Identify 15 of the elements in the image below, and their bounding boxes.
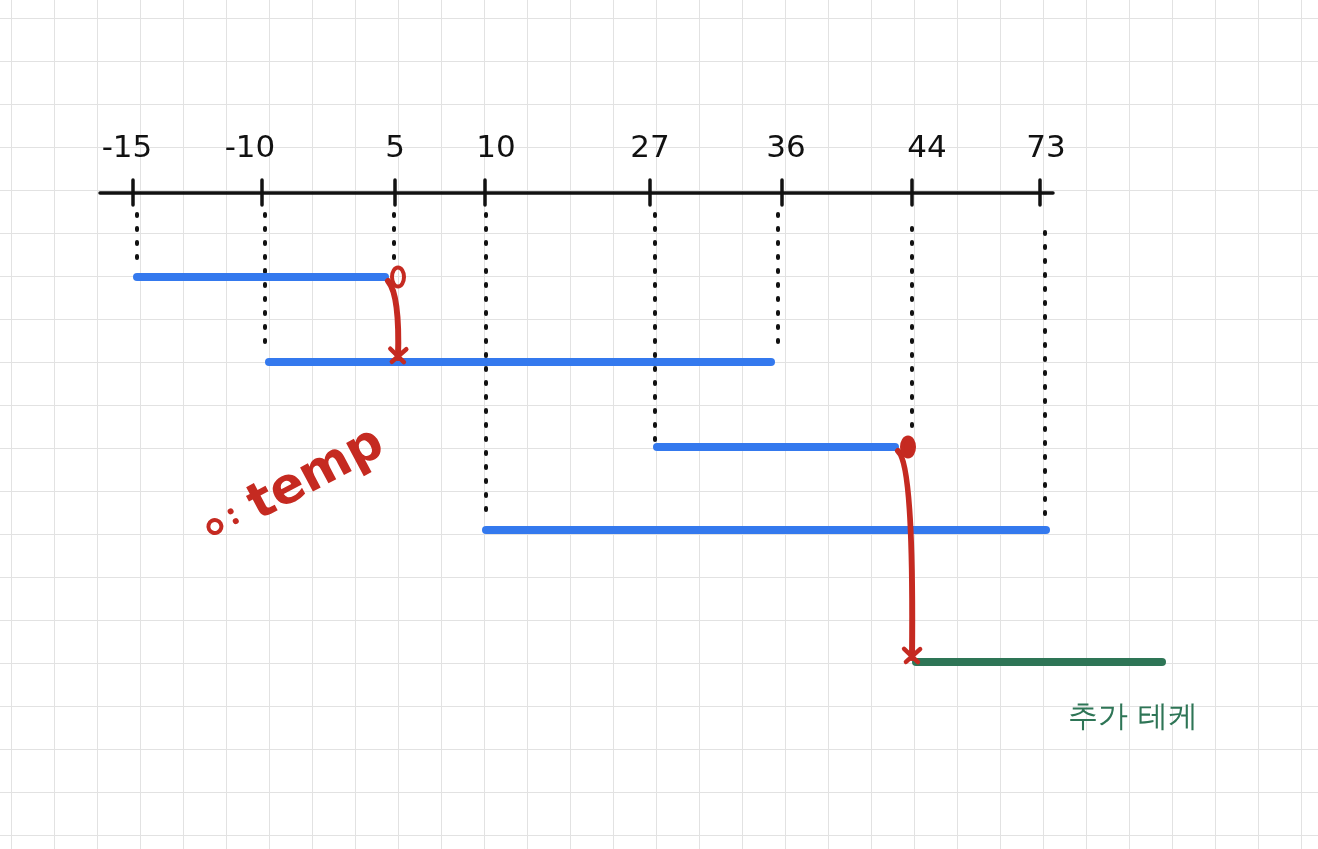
legend-label: temp	[236, 411, 393, 532]
tick-label: -15	[101, 128, 153, 164]
tick-label: 5	[385, 128, 405, 164]
tick-label: 27	[630, 128, 670, 164]
tick-label: 73	[1026, 128, 1066, 164]
tick-label: -10	[224, 128, 276, 164]
interval-bar	[482, 526, 1050, 534]
interval-bar	[265, 358, 775, 366]
tick-label: 36	[766, 128, 806, 164]
tick-label: 10	[476, 128, 516, 164]
interval-bar	[653, 443, 899, 451]
bar-caption: 추가 테케	[1068, 697, 1198, 735]
interval-bar	[133, 273, 389, 281]
tick-label: 44	[907, 128, 947, 164]
interval-bar	[912, 658, 1166, 666]
